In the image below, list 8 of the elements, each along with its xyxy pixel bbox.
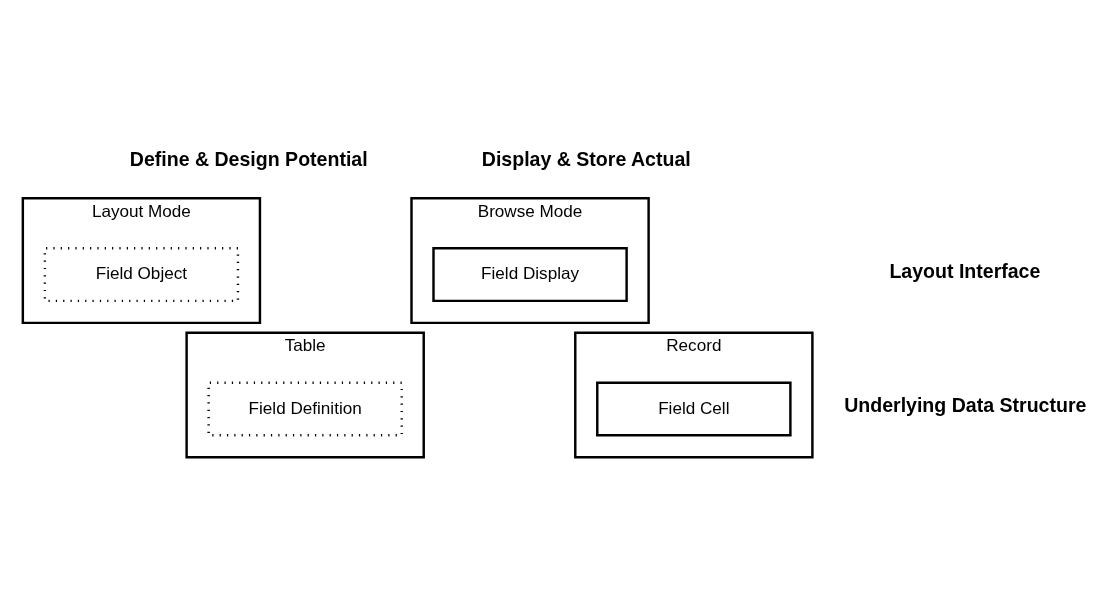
node-box: Field Object — [43, 246, 240, 302]
node-box: Field Definition — [207, 381, 403, 437]
label: Layout Interface — [889, 259, 1041, 282]
label: Define & Design Potential — [129, 147, 368, 170]
label: Display & Store Actual — [481, 147, 691, 170]
node-box: Field Display — [432, 246, 628, 302]
node-box: Field Cell — [596, 381, 792, 437]
label: Underlying Data Structure — [844, 393, 1087, 416]
